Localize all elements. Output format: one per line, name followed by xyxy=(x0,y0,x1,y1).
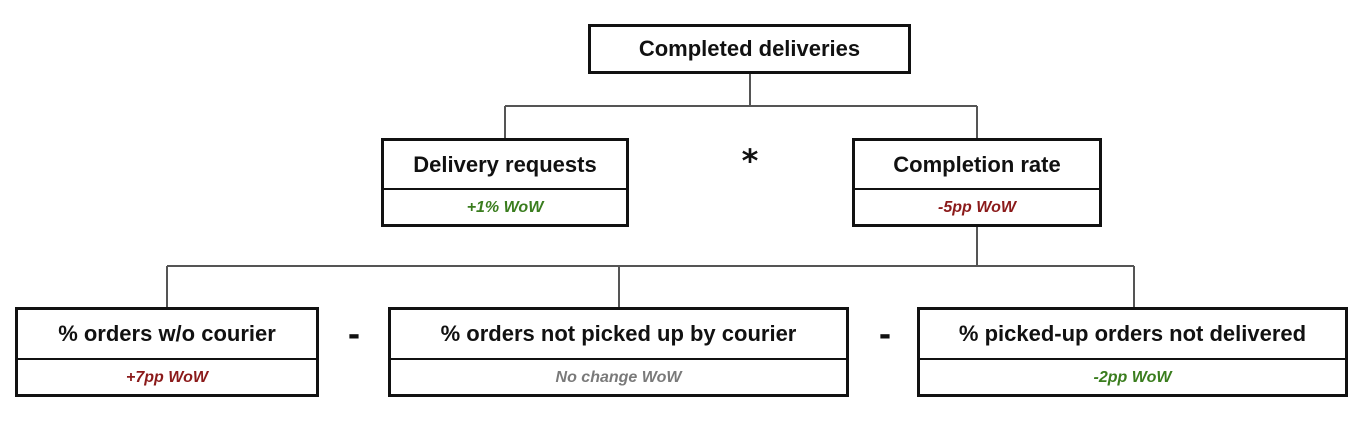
node-change: +1% WoW xyxy=(384,188,626,226)
node-completed-deliveries: Completed deliveries xyxy=(588,24,911,74)
minus-operator: - xyxy=(878,318,892,353)
node-delivery-requests: Delivery requests +1% WoW xyxy=(381,138,629,227)
multiply-operator: * xyxy=(741,142,759,180)
node-title: % orders w/o courier xyxy=(58,321,276,346)
node-title: % orders not picked up by courier xyxy=(440,321,797,346)
node-title: Completion rate xyxy=(893,151,1061,177)
minus-operator: - xyxy=(347,318,361,353)
node-change: -5pp WoW xyxy=(855,188,1099,226)
node-orders-without-courier: % orders w/o courier +7pp WoW xyxy=(15,307,319,397)
node-change: No change WoW xyxy=(391,358,846,396)
node-orders-not-picked-up: % orders not picked up by courier No cha… xyxy=(388,307,849,397)
node-title: Delivery requests xyxy=(413,151,597,177)
node-change: +7pp WoW xyxy=(18,358,316,396)
node-change: -2pp WoW xyxy=(920,358,1345,396)
node-title: Completed deliveries xyxy=(638,36,861,61)
node-picked-up-not-delivered: % picked-up orders not delivered -2pp Wo… xyxy=(917,307,1348,397)
node-title: % picked-up orders not delivered xyxy=(958,321,1307,346)
node-completion-rate: Completion rate -5pp WoW xyxy=(852,138,1102,227)
